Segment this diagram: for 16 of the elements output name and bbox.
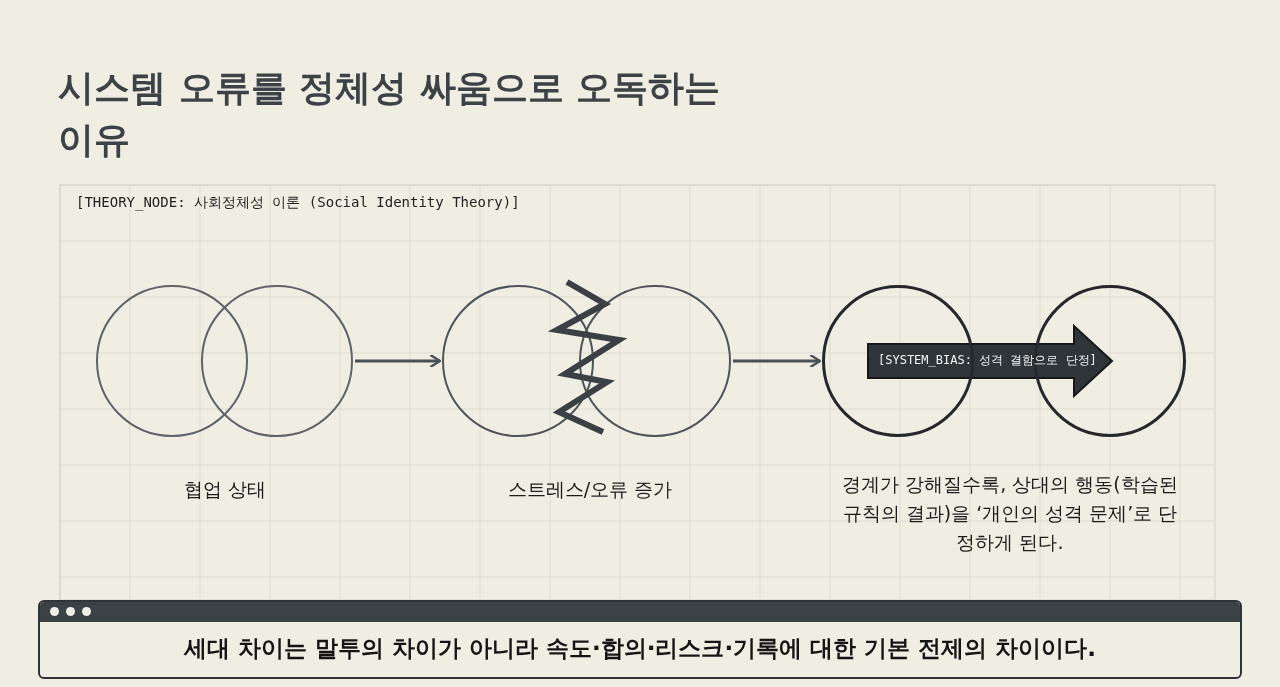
stage-caption: 협업 상태 <box>182 477 267 502</box>
circle <box>96 285 248 437</box>
circle <box>822 285 974 437</box>
block-arrow <box>867 323 1114 399</box>
title: 시스템 오류를 정체성 싸움으로 오독하는 이유 <box>58 66 722 162</box>
arrow <box>733 353 822 369</box>
circle <box>442 285 594 437</box>
edge-label: [SYSTEM_BIAS: 성격 결함으로 단정] <box>878 352 1097 369</box>
stage-caption: 스트레스/오류 증가 <box>506 477 674 502</box>
stage-caption: 경계가 강해질수록, 상대의 행동(학습된 규칙의 결과)을 ‘개인의 성격 문제’로 단정하게 된다. <box>841 472 1179 555</box>
message-text: 세대 차이는 말투의 차이가 아니라 속도·합의·리스크·기록에 대한 기본 전제의 차이이다. <box>182 634 1097 663</box>
circle <box>579 285 731 437</box>
message-window <box>38 600 1242 679</box>
theory-tag: [THEORY_NODE: 사회정체성 이론 (Social Identity Theory)] <box>76 194 520 212</box>
arrow <box>355 353 442 369</box>
circle <box>201 285 353 437</box>
